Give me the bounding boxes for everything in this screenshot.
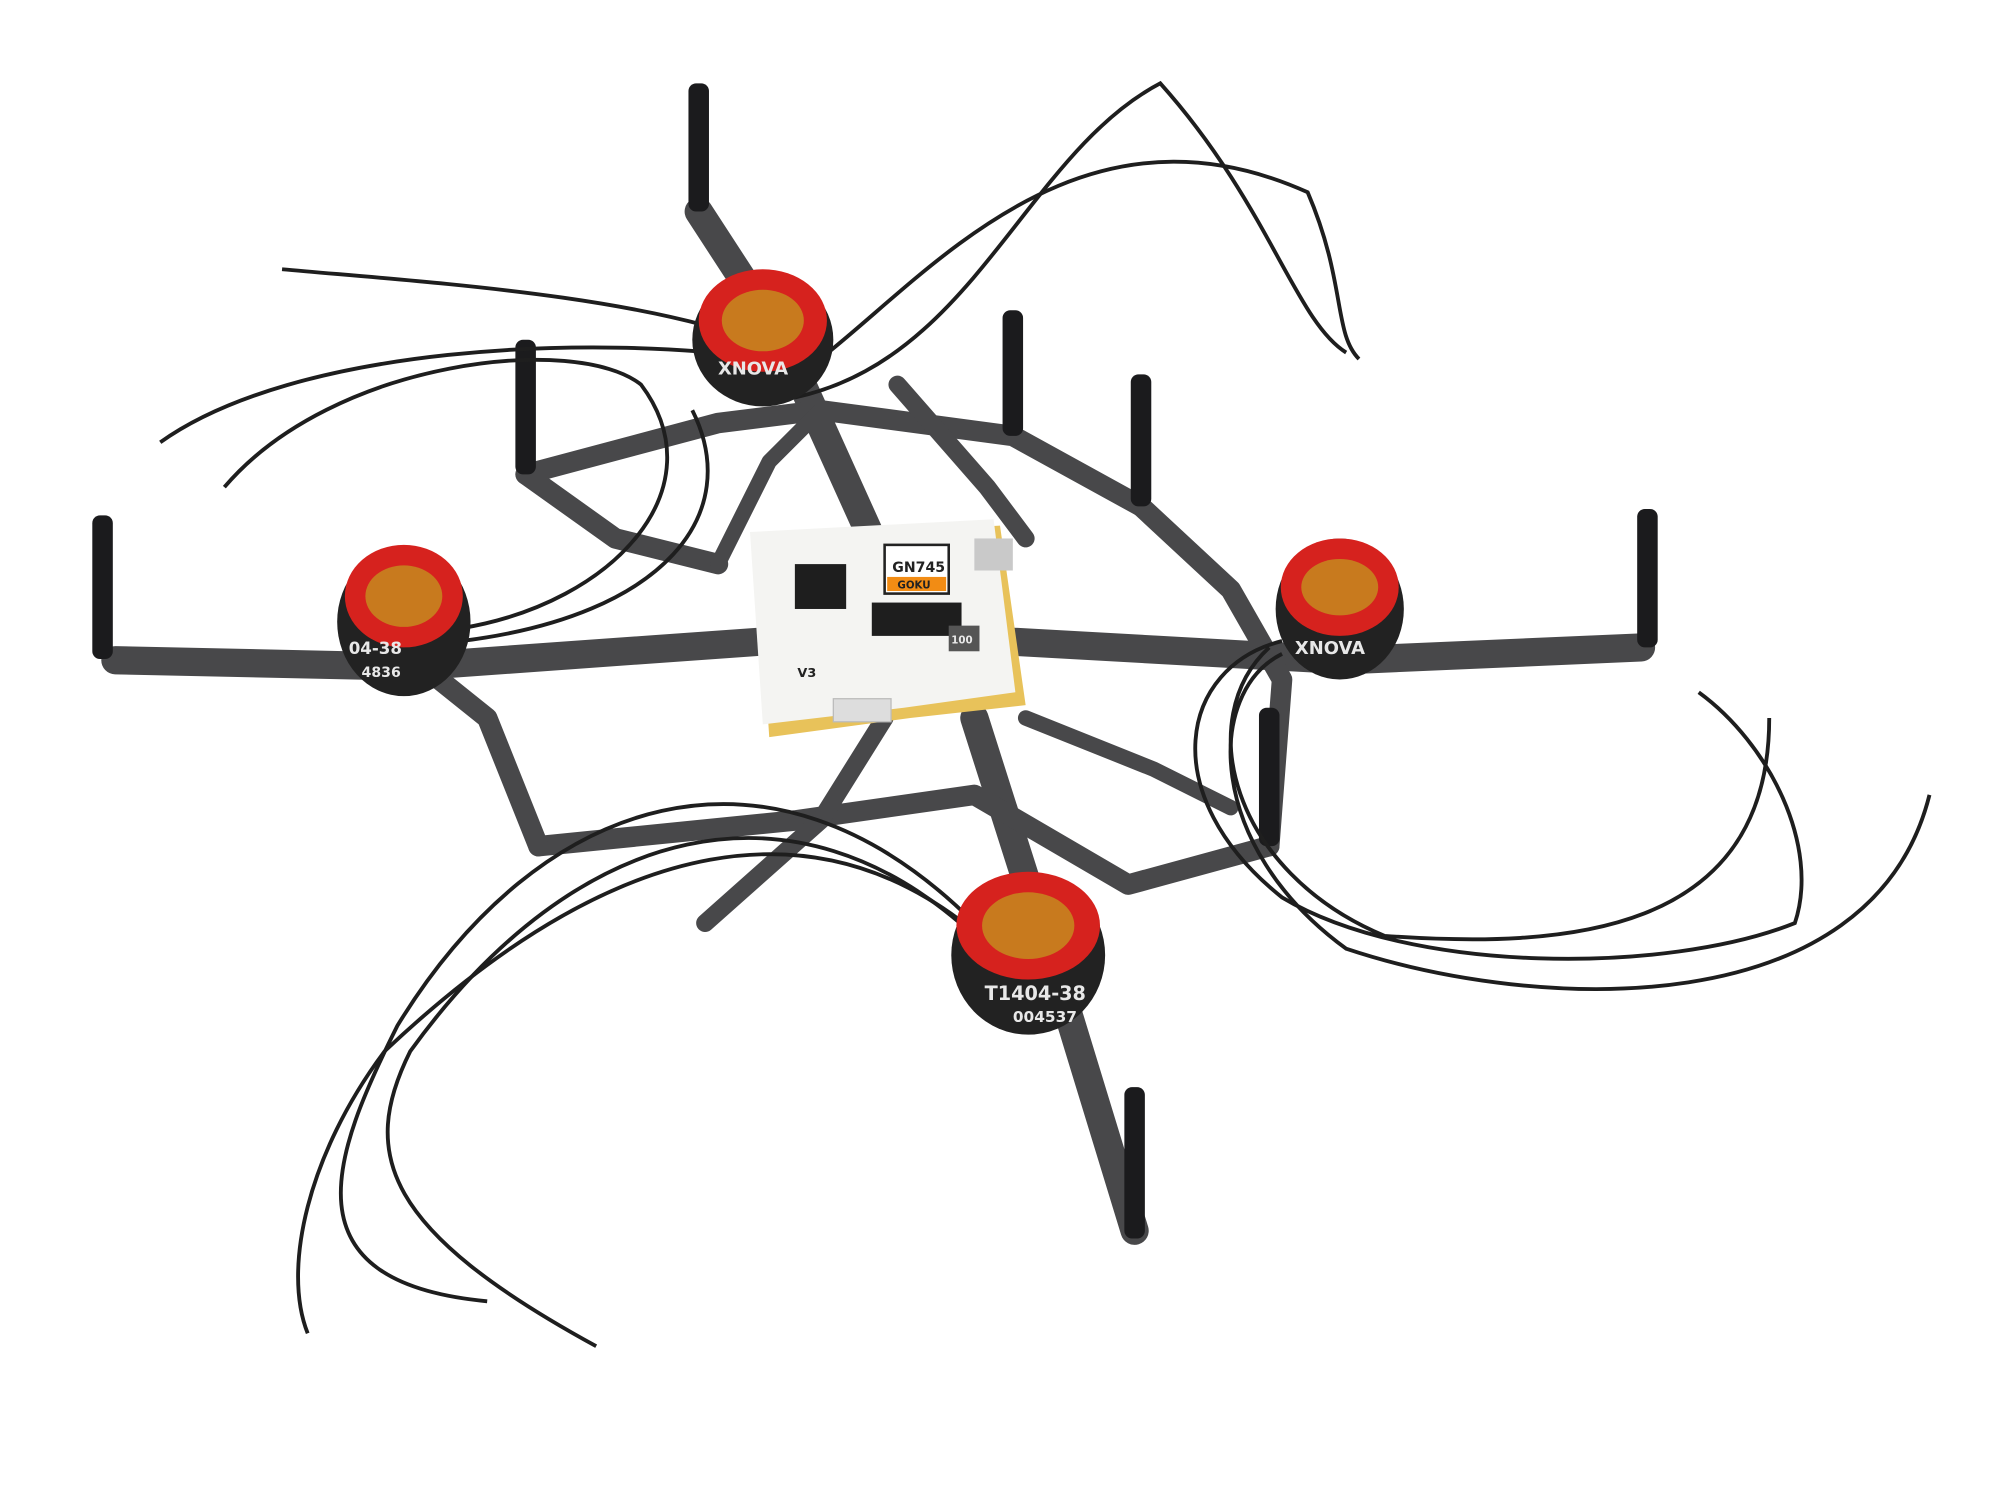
flight-controller: GN745 GOKU V3 100 [750,519,1026,738]
fc-brand: GOKU [897,579,930,591]
motor-bottom-model: T1404-38 [985,982,1086,1005]
motor-left: 04-38 4836 [337,544,471,697]
motor-wires [159,80,1932,1348]
motor-bottom: T1404-38 004537 [951,871,1106,1035]
carbon-frame [101,197,1656,1245]
motor-right: XNOVA [1275,538,1404,680]
motor-left-serial: 4836 [362,665,401,681]
motor-right-brand: XNOVA [1295,638,1365,659]
motor-top-brand: XNOVA [718,358,788,379]
fc-inductor-label: 100 [951,635,972,647]
fc-model: GN745 [892,560,945,576]
motor-left-model: 04-38 [349,639,402,658]
standoffs [92,83,1658,1239]
motor-top: XNOVA [692,269,834,407]
fc-version: V3 [797,666,816,681]
motor-bottom-serial: 004537 [1013,1008,1077,1026]
